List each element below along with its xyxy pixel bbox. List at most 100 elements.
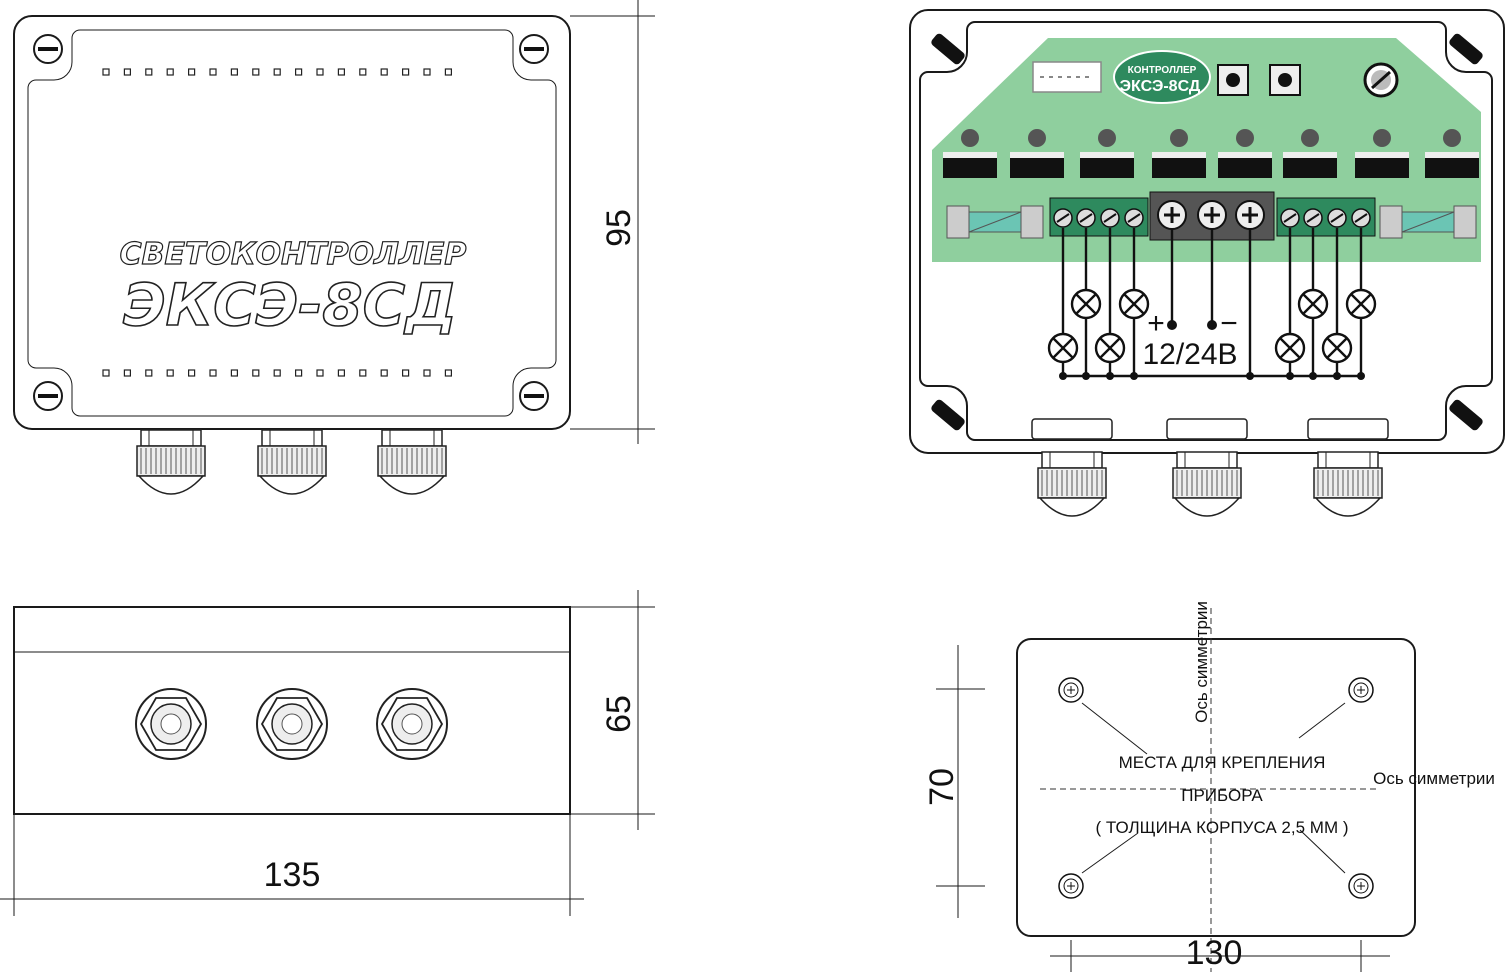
indicator-window [230, 369, 238, 377]
side-view: 65 135 [0, 590, 655, 916]
cable-gland [257, 429, 327, 495]
terminal-dot-plus [1167, 320, 1177, 330]
indicator-window [402, 68, 410, 76]
junction-dot [1106, 372, 1114, 380]
pcb-led-row [961, 129, 1461, 147]
indicator-window [166, 68, 174, 76]
cable-glands-open-view [1031, 418, 1389, 517]
mount-slot [1449, 33, 1483, 65]
indicator-window [230, 68, 238, 76]
plus-sign: + [1147, 307, 1165, 340]
lamp-symbol [1297, 288, 1329, 320]
indicator-window [102, 68, 110, 76]
mount-slot [931, 33, 965, 65]
cable-gland [1313, 451, 1383, 517]
indicator-window [380, 68, 388, 76]
gland-nut [1031, 418, 1113, 440]
open-inner-wall [919, 21, 1493, 441]
pcb-button [1269, 64, 1301, 96]
indicator-row-top [102, 68, 452, 76]
junction-dot [1246, 372, 1254, 380]
indicator-window [252, 369, 260, 377]
lid-screw [519, 381, 549, 411]
leader-line [1298, 702, 1346, 739]
gland-nut [1166, 418, 1248, 440]
pcb-led [1301, 129, 1319, 147]
pcb-button [1217, 64, 1249, 96]
indicator-window [295, 68, 303, 76]
pcb-led [1170, 129, 1188, 147]
lid-inner-outline [27, 29, 557, 417]
mounting-hole [1348, 677, 1374, 703]
leader-line [1081, 702, 1148, 755]
pcb-led [1373, 129, 1391, 147]
trimmer-icon [1363, 62, 1399, 98]
side-glands [135, 688, 448, 760]
indicator-window [337, 369, 345, 377]
junction-dot [1286, 372, 1294, 380]
gland-front [376, 688, 448, 760]
lamp-symbol [1094, 332, 1126, 364]
indicator-window [123, 68, 132, 76]
indicator-window [316, 369, 324, 377]
pcb-label-line2: ЭКСЭ-8СД [1120, 78, 1201, 95]
lamp-symbol [1118, 288, 1150, 320]
mounting-view: Ось симметрии Ось симметрии МЕСТА ДЛЯ КР… [923, 601, 1495, 972]
brand-line1: СВЕТОКОНТРОЛЛЕР [120, 237, 467, 272]
side-body-outline [13, 606, 571, 815]
pcb-led [961, 129, 979, 147]
lid-screw [519, 34, 549, 64]
indicator-window [423, 68, 431, 76]
cable-gland [136, 429, 206, 495]
indicator-window [402, 369, 410, 377]
brand-line2: ЭКСЭ-8СД [123, 271, 457, 339]
fuse-left [946, 205, 1044, 239]
pcb-led [1098, 129, 1116, 147]
axis-label-vertical: Ось симметрии [1192, 601, 1211, 723]
indicator-window [209, 68, 217, 76]
mounting-holes [1058, 677, 1374, 899]
indicator-window [444, 68, 452, 76]
lamp-symbol [1070, 288, 1102, 320]
terminal-dot-minus [1207, 320, 1217, 330]
indicator-window [252, 68, 260, 76]
junction-dot [1059, 372, 1067, 380]
cable-gland [1037, 451, 1107, 517]
mount-slot [1449, 399, 1483, 431]
indicator-row-bottom [102, 369, 452, 377]
lamp-symbol [1321, 332, 1353, 364]
junction-dot [1309, 372, 1317, 380]
indicator-window [102, 369, 110, 377]
indicator-window [166, 369, 174, 377]
lamp-symbol [1345, 288, 1377, 320]
leader-line [1081, 832, 1139, 874]
cable-gland [377, 429, 447, 495]
axis-label-horizontal: Ось симметрии [1373, 769, 1495, 788]
dim-label-65: 65 [600, 695, 638, 733]
dim-label-130: 130 [1186, 934, 1243, 972]
indicator-window [273, 68, 281, 76]
note-line3: ( ТОЛЩИНА КОРПУСА 2,5 ММ ) [1095, 818, 1348, 837]
supply-voltage-label: 12/24В [1142, 338, 1237, 371]
indicator-window [359, 369, 367, 377]
pcb-output-row [943, 152, 1479, 178]
indicator-window [145, 68, 153, 76]
indicator-window [188, 68, 196, 76]
junction-dot [1082, 372, 1090, 380]
gland-front [256, 688, 328, 760]
lamp-symbol [1274, 332, 1306, 364]
junction-dot [1130, 372, 1138, 380]
mount-slot [931, 399, 965, 431]
indicator-window [316, 68, 324, 76]
dim-label-95: 95 [600, 209, 638, 247]
junction-dot [1333, 372, 1341, 380]
mounting-hole [1348, 873, 1374, 899]
note-line1: МЕСТА ДЛЯ КРЕПЛЕНИЯ [1119, 753, 1326, 772]
gland-front [135, 688, 207, 760]
indicator-window [188, 369, 196, 377]
cable-gland [1172, 451, 1242, 517]
open-view: КОНТРОЛЛЕР ЭКСЭ-8СД + − 12/24В [909, 9, 1505, 517]
indicator-window [423, 369, 431, 377]
mounting-hole [1058, 677, 1084, 703]
